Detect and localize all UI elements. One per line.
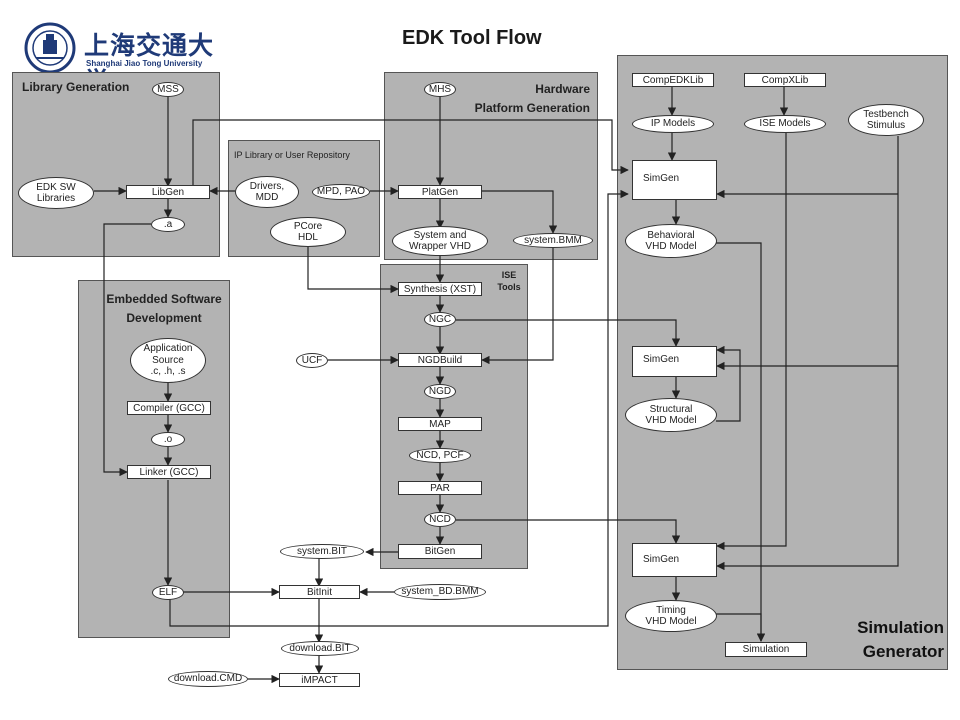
ise-tools-label: ISE Tools (497, 270, 521, 292)
mss-file: MSS (152, 82, 184, 97)
ucf-file: UCF (296, 353, 328, 368)
ngdbuild-tool: NGDBuild (398, 353, 482, 367)
a-library-file: .a (151, 217, 185, 232)
ngc-file: NGC (424, 312, 456, 327)
system-wrapper-vhd-file: System and Wrapper VHD (392, 226, 488, 256)
elf-file: ELF (152, 585, 184, 600)
mhs-file: MHS (424, 82, 456, 97)
simgen-tool-timing: SimGen (632, 543, 717, 577)
timing-vhd-file: Timing VHD Model (625, 600, 717, 632)
university-logo: 上海交通大学 Shanghai Jiao Tong University (24, 20, 216, 96)
compxlib-tool: CompXLib (744, 73, 826, 87)
compiler-gcc-tool: Compiler (GCC) (127, 401, 211, 415)
ip-repository-label: IP Library or User Repository (234, 150, 350, 160)
mpd-pao-file: MPD, PAO (312, 184, 370, 200)
library-generation-panel (12, 72, 220, 257)
par-tool: PAR (398, 481, 482, 495)
linker-gcc-tool: Linker (GCC) (127, 465, 211, 479)
ncd-file: NCD (424, 512, 456, 527)
ise-models-file: ISE Models (744, 115, 826, 133)
libgen-tool: LibGen (126, 185, 210, 199)
bitgen-tool: BitGen (398, 544, 482, 559)
logo-english-name: Shanghai Jiao Tong University (86, 59, 203, 68)
system-bd-bmm-file: system_BD.BMM (394, 584, 486, 600)
platgen-tool: PlatGen (398, 185, 482, 199)
edk-sw-libraries-file: EDK SW Libraries (18, 177, 94, 209)
page-title: EDK Tool Flow (402, 27, 542, 49)
drivers-mdd-file: Drivers, MDD (235, 176, 299, 208)
synthesis-xst-tool: Synthesis (XST) (398, 282, 482, 296)
embedded-software-panel (78, 280, 230, 638)
ncd-pcf-file: NCD, PCF (409, 448, 471, 463)
system-bmm-file: system.BMM (513, 233, 593, 248)
embedded-software-label: Embedded Software Development (106, 292, 222, 326)
simgen-tool-structural: SimGen (632, 346, 717, 377)
simulation-generator-label: Simulation Generator (857, 618, 944, 661)
pcore-hdl-file: PCore HDL (270, 217, 346, 247)
bitinit-tool: BitInit (279, 585, 360, 599)
library-generation-label: Library Generation (22, 80, 130, 94)
testbench-stimulus-file: Testbench Stimulus (848, 104, 924, 136)
download-bit-file: download.BIT (281, 641, 359, 656)
simulation-tool: Simulation (725, 642, 807, 657)
hardware-platform-label: Hardware Platform Generation (474, 82, 590, 115)
behavioral-vhd-file: Behavioral VHD Model (625, 224, 717, 258)
map-tool: MAP (398, 417, 482, 431)
object-file: .o (151, 432, 185, 447)
ip-models-file: IP Models (632, 115, 714, 133)
system-bit-file: system.BIT (280, 544, 364, 559)
ngd-file: NGD (424, 384, 456, 399)
structural-vhd-file: Structural VHD Model (625, 398, 717, 432)
application-source-file: Application Source .c, .h, .s (130, 338, 206, 383)
compedklib-tool: CompEDKLib (632, 73, 714, 87)
simgen-tool-behavioral: SimGen (632, 160, 717, 200)
impact-tool: iMPACT (279, 673, 360, 687)
download-cmd-file: download.CMD (168, 671, 248, 687)
